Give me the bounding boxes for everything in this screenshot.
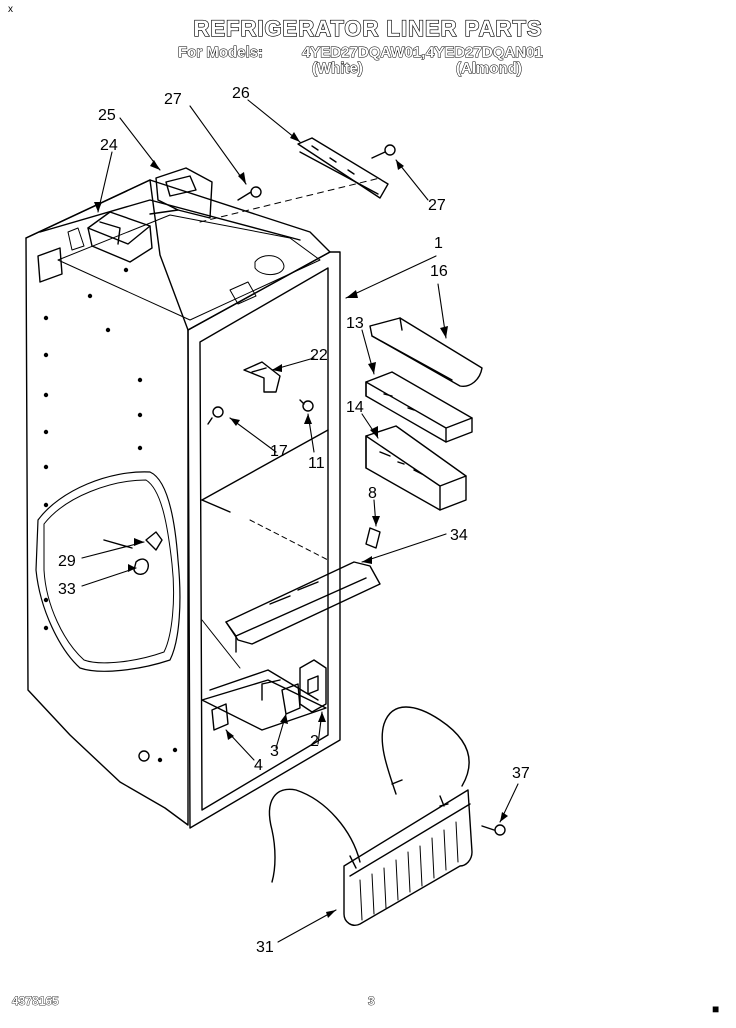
callout-13: 13 (346, 315, 364, 332)
screw-27-left (237, 186, 262, 201)
screw-27-right (371, 144, 396, 159)
callout-14: 14 (346, 399, 364, 416)
clip-17 (207, 406, 224, 425)
callout-31: 31 (256, 939, 274, 956)
callout-16: 16 (430, 263, 448, 280)
models-prefix: For Models: (178, 44, 264, 62)
part-8-clip (365, 527, 381, 549)
callout-2: 2 (310, 733, 319, 750)
part-26-strip (199, 137, 389, 223)
part-34-cover (225, 561, 381, 653)
variant-almond: (Almond) (456, 60, 523, 78)
callout-27-left: 27 (164, 91, 182, 108)
callout-22: 22 (310, 347, 328, 364)
callout-27-right: 27 (428, 197, 446, 214)
callout-4: 4 (254, 757, 263, 774)
part-31-heater (268, 706, 473, 926)
screw-37 (481, 824, 506, 836)
corner-dot: ■ (712, 1002, 720, 1016)
callout-33: 33 (58, 581, 76, 598)
part-24-25-brackets (87, 167, 213, 263)
part-14-housing (365, 425, 467, 511)
callout-25: 25 (98, 107, 116, 124)
callout-24: 24 (100, 137, 118, 154)
document-number: 4378165 (12, 994, 60, 1009)
leader-lines (81, 99, 519, 943)
parts-2-3-4 (211, 659, 327, 731)
screw-11 (299, 399, 314, 412)
leader-arrowheads (94, 132, 508, 918)
page-title: REFRIGERATOR LINER PARTS (193, 15, 543, 41)
model-number-white: 4YED27DQAW01, (301, 44, 426, 62)
part-16-cover (369, 317, 483, 387)
liner-body (25, 179, 341, 829)
part-13-housing (365, 371, 473, 443)
corner-mark: x (8, 4, 13, 15)
page-number: 3 (368, 994, 375, 1009)
model-number-almond: 4YED27DQAN01 (426, 44, 544, 62)
callout-37: 37 (512, 765, 530, 782)
callout-29: 29 (58, 553, 76, 570)
callout-26: 26 (232, 85, 250, 102)
part-22-bracket (243, 361, 281, 393)
callout-34: 34 (450, 527, 468, 544)
callout-labels: 1 16 13 22 14 17 11 8 34 27 26 27 25 24 … (58, 85, 530, 956)
callout-17: 17 (270, 443, 288, 460)
callout-1: 1 (434, 235, 443, 252)
variant-white: (White) (312, 60, 364, 78)
callout-3: 3 (270, 743, 279, 760)
callout-8: 8 (368, 485, 377, 502)
callout-11: 11 (308, 455, 325, 472)
